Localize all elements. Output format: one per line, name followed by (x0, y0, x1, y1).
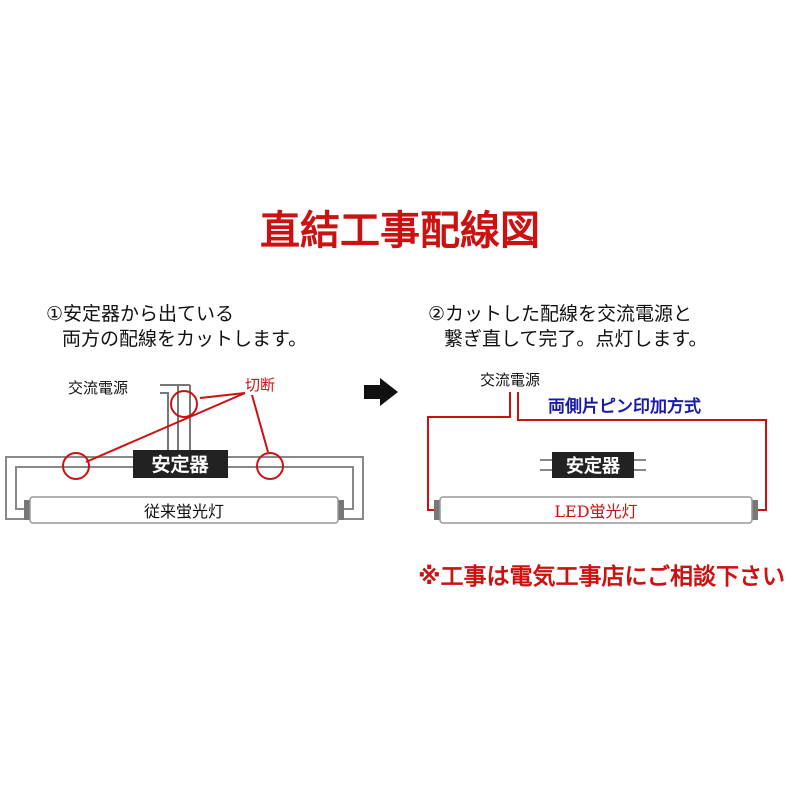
step1-cut-circle-right (256, 452, 284, 480)
step1-cut-circle-ac (170, 390, 198, 418)
step2-ballast-disconnected (540, 452, 646, 478)
step1-tube-label: 従来蛍光灯 (144, 502, 224, 521)
step2-ac-power-label: 交流電源 (480, 371, 540, 389)
step2-instruction-line1: ②カットした配線を交流電源と (428, 303, 692, 325)
step2-led-tube (434, 496, 758, 524)
step1-cut-circle-left (62, 452, 90, 480)
step1-ac-power-label: 交流電源 (68, 379, 128, 397)
step1-ballast (133, 450, 228, 478)
step2-method-label: 両側片ピン印加方式 (548, 396, 701, 417)
step2-direct-wires (427, 392, 767, 511)
step2-ballast-label: 安定器 (566, 455, 621, 477)
step2-panel: ②カットした配線を交流電源と 繋ぎ直して完了。点灯します。 交流電源 両側片ピン… (427, 303, 767, 524)
step1-fluorescent-tube (24, 496, 344, 524)
step1-cut-label: 切断 (245, 376, 275, 394)
diagram-title: 直結工事配線図 (260, 208, 540, 254)
step1-panel: ①安定器から出ている 両方の配線をカットします。 交流電源 切断 安定器 従来蛍… (5, 303, 364, 524)
step1-cut-markers (62, 390, 284, 480)
right-arrow-icon (364, 378, 398, 406)
step1-ac-wires (160, 384, 191, 455)
step1-instruction-line1: ①安定器から出ている (46, 303, 234, 325)
caution-note: ※工事は電気工事店にご相談下さい (418, 563, 785, 590)
step2-tube-label: LED蛍光灯 (554, 502, 637, 521)
step1-ballast-label: 安定器 (151, 453, 209, 476)
step1-instruction-line2: 両方の配線をカットします。 (62, 328, 307, 350)
step2-instruction-line2: 繋ぎ直して完了。点灯します。 (444, 328, 708, 350)
